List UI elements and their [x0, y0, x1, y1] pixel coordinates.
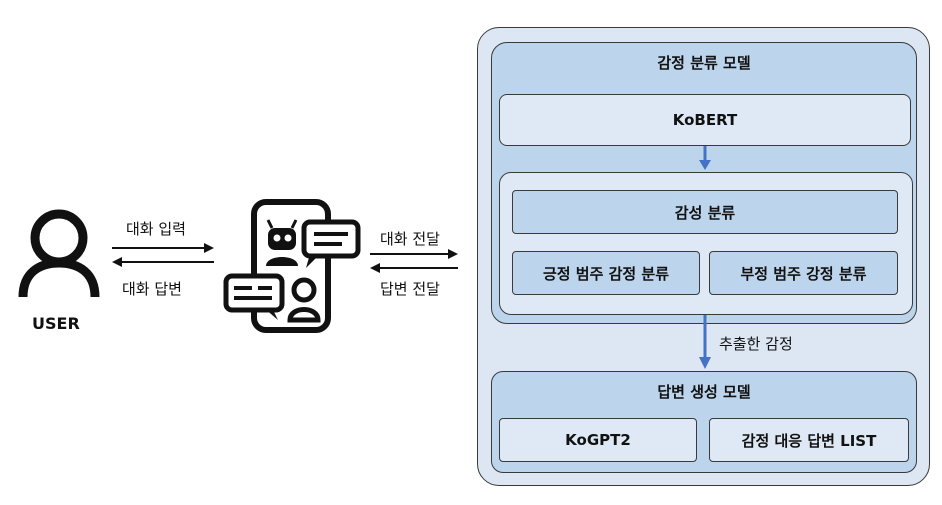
answer-arrow	[112, 257, 214, 267]
chatbot-phone-icon	[222, 196, 362, 336]
positive-classify-box: 긍정 범주 감정 분류	[512, 251, 700, 295]
deliver-arrow-label: 대화 전달	[380, 230, 440, 248]
kogpt2-box: KoGPT2	[499, 418, 697, 462]
kobert-box: KoBERT	[499, 94, 911, 146]
user-icon	[14, 205, 104, 300]
emotion-answer-list-box: 감정 대응 답변 LIST	[709, 418, 909, 462]
reply-arrow	[370, 263, 458, 273]
user-label: USER	[32, 314, 80, 333]
kobert-down-arrow	[699, 146, 711, 170]
negative-classify-box: 부정 범주 강정 분류	[709, 251, 898, 295]
input-arrow-label: 대화 입력	[126, 220, 186, 238]
answer-model-title: 답변 생성 모델	[657, 382, 751, 401]
emotion-model-title: 감정 분류 모델	[657, 53, 751, 72]
extracted-emotion-label: 추출한 감정	[719, 335, 793, 353]
reply-arrow-label: 답변 전달	[380, 280, 440, 298]
sentiment-classify-box: 감성 분류	[512, 190, 898, 234]
answer-arrow-label: 대화 답변	[122, 280, 182, 298]
deliver-arrow	[370, 249, 458, 259]
extracted-emotion-arrow	[699, 315, 711, 369]
input-arrow	[112, 243, 214, 253]
